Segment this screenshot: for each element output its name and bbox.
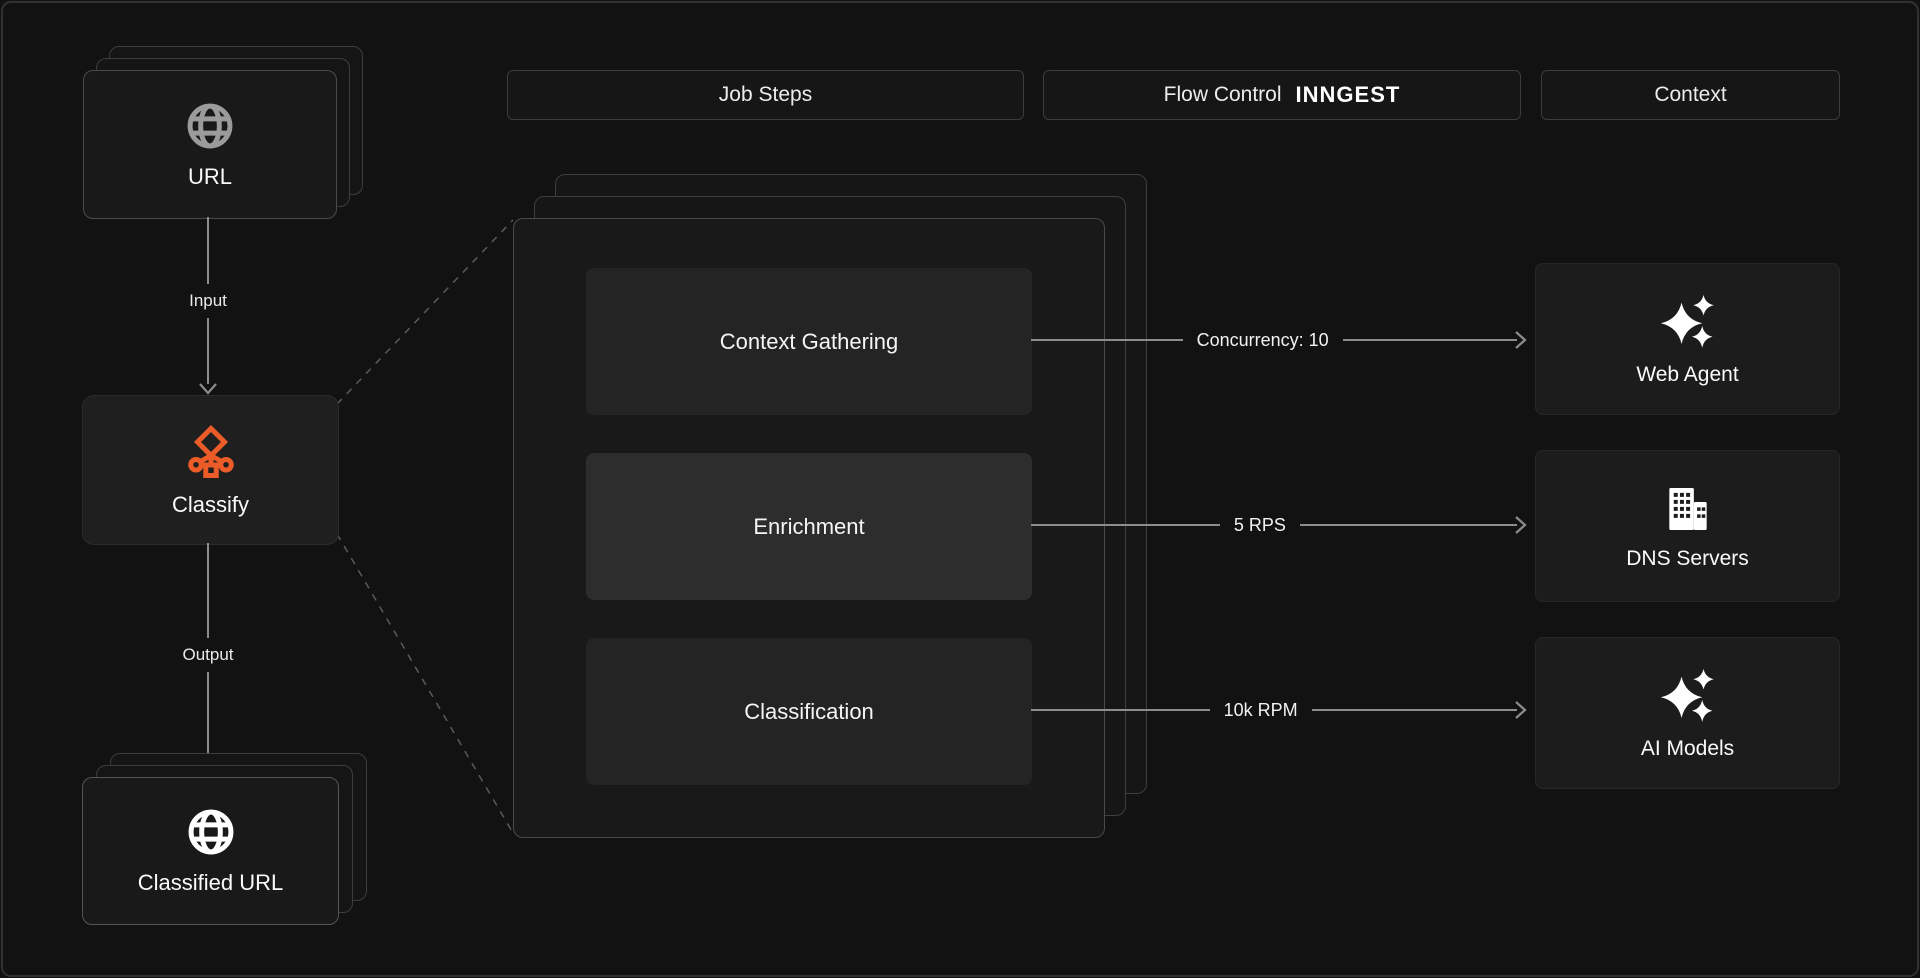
globe-icon xyxy=(187,103,233,148)
arrowhead-right-icon xyxy=(1515,701,1527,719)
service-web-agent: Web Agent xyxy=(1535,263,1840,415)
classified-url-card: Classified URL xyxy=(82,777,339,925)
output-arrow-line xyxy=(207,671,209,766)
flow-arrow-line xyxy=(1299,524,1517,526)
step-enrichment-label: Enrichment xyxy=(753,513,865,539)
header-job-steps: Job Steps xyxy=(507,70,1024,120)
service-web-agent-label: Web Agent xyxy=(1636,363,1739,386)
classify-node-label: Classify xyxy=(171,492,249,517)
flow-arrow-line xyxy=(1342,339,1517,341)
step-context-gathering-label: Context Gathering xyxy=(719,328,899,354)
header-context: Context xyxy=(1541,70,1840,120)
input-arrow-label: Input xyxy=(189,290,227,310)
building-icon xyxy=(1668,488,1707,530)
flow-arrow-line xyxy=(1031,524,1220,526)
classified-url-node: Classified URL xyxy=(82,753,367,925)
flow-control-label-rps: 5 RPS xyxy=(1233,514,1286,535)
step-enrichment: Enrichment xyxy=(586,453,1032,600)
url-node-label: URL xyxy=(187,163,232,189)
service-ai-models: AI Models xyxy=(1535,637,1840,789)
input-arrow-line xyxy=(207,317,209,384)
arrowhead-down-icon xyxy=(199,383,217,395)
globe-icon xyxy=(188,809,233,855)
inngest-logo: INNGEST xyxy=(1295,82,1401,107)
step-context-gathering: Context Gathering xyxy=(586,268,1032,415)
flow-arrow-line xyxy=(1031,339,1183,341)
flow-control-label-rpm: 10k RPM xyxy=(1223,699,1298,720)
input-arrow-line xyxy=(207,217,209,284)
url-node-card: URL xyxy=(83,70,337,219)
header-job-steps-label: Job Steps xyxy=(718,83,813,106)
flow-control-label-concurrency: Concurrency: 10 xyxy=(1196,329,1329,350)
flow-arrow-line xyxy=(1311,709,1517,711)
arrowhead-right-icon xyxy=(1515,516,1527,534)
classify-icon xyxy=(187,424,234,479)
flow-arrow-rpm: 10k RPM xyxy=(1031,698,1527,722)
service-dns-servers: DNS Servers xyxy=(1535,450,1840,602)
classify-node: Classify xyxy=(82,395,339,545)
sparkles-icon xyxy=(1660,668,1714,722)
sparkles-icon xyxy=(1660,294,1714,348)
output-arrow: Output xyxy=(178,543,238,777)
job-panel: Context Gathering Enrichment Classificat… xyxy=(513,218,1105,838)
step-classification: Classification xyxy=(586,638,1032,785)
output-arrow-label: Output xyxy=(182,644,234,664)
service-dns-servers-label: DNS Servers xyxy=(1626,547,1749,570)
header-flow-control: Flow Control INNGEST xyxy=(1043,70,1521,120)
flow-arrow-rps: 5 RPS xyxy=(1031,513,1527,537)
flow-arrow-concurrency: Concurrency: 10 xyxy=(1031,328,1527,352)
header-context-label: Context xyxy=(1654,83,1727,106)
step-classification-label: Classification xyxy=(744,698,874,724)
service-ai-models-label: AI Models xyxy=(1640,737,1735,760)
output-arrow-line xyxy=(207,543,209,638)
classified-url-node-label: Classified URL xyxy=(137,870,284,895)
input-arrow: Input xyxy=(178,217,238,395)
arrowhead-right-icon xyxy=(1515,331,1527,349)
header-flow-control-label: Flow Control xyxy=(1163,83,1282,106)
flow-arrow-line xyxy=(1031,709,1210,711)
url-node: URL xyxy=(83,46,363,219)
